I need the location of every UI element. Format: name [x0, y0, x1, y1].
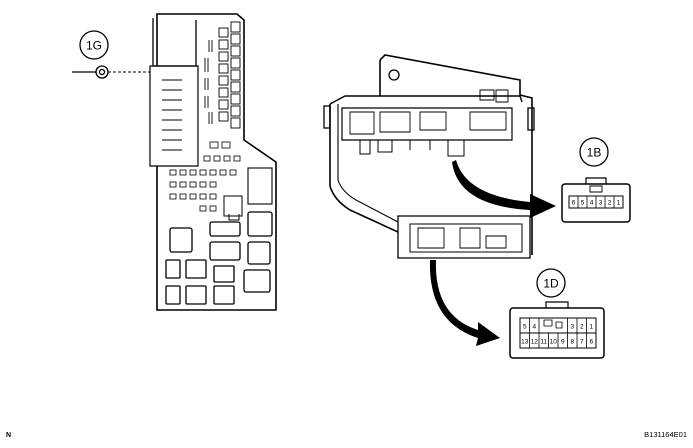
pin-1b: 5	[581, 200, 585, 207]
figure-id: B131164E01	[644, 430, 687, 439]
callout-1b: 1B	[587, 146, 602, 160]
pin-1d: 5	[523, 324, 527, 331]
pin-1d: 12	[531, 339, 539, 346]
pin-1d: 1	[589, 324, 593, 331]
module-housing	[323, 54, 535, 259]
arrow-to-1b	[452, 160, 556, 218]
pin-1d: 10	[550, 339, 558, 346]
pin-1d: 8	[570, 339, 574, 346]
pin-1d: 2	[580, 324, 584, 331]
pin-1d: 9	[561, 339, 565, 346]
pin-1b: 6	[572, 200, 576, 207]
arrow-to-1d	[429, 260, 500, 346]
junction-block	[149, 13, 277, 311]
pin-1d: 3	[570, 324, 574, 331]
ground-terminal	[72, 65, 150, 79]
callout-1g-circle	[79, 30, 109, 60]
connector-1b: 6 5 4 3 2 1	[561, 177, 631, 223]
pin-1d: 7	[580, 339, 584, 346]
pin-1d: 6	[589, 339, 593, 346]
pin-1b: 2	[608, 200, 612, 207]
callout-1b-circle	[579, 137, 609, 167]
connector-1d: 5 4 3 2 1 13 12 11 10 9 8 7 6	[509, 301, 605, 359]
pin-1d: 4	[532, 324, 536, 331]
callout-1d-circle	[536, 268, 566, 298]
pin-1b: 1	[617, 200, 621, 207]
callout-1g: 1G	[86, 39, 102, 53]
pin-1d: 13	[521, 339, 529, 346]
pin-1b: 4	[590, 200, 594, 207]
orientation-label: N	[6, 432, 11, 439]
callout-1d: 1D	[543, 277, 559, 291]
pin-1b: 3	[599, 200, 603, 207]
pin-1d: 11	[540, 339, 547, 346]
